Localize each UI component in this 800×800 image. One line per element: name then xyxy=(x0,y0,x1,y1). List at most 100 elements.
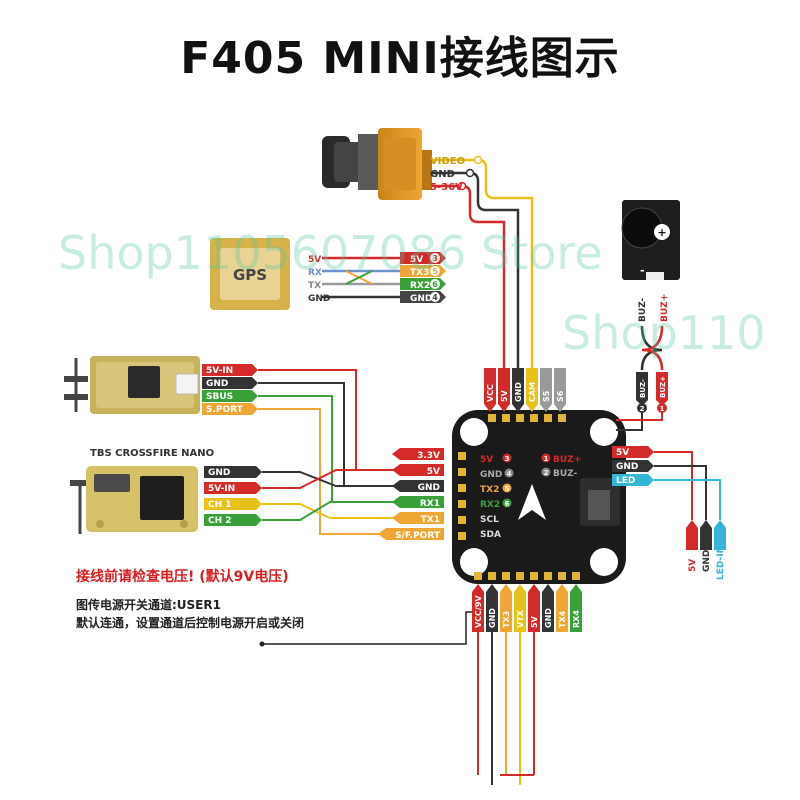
solder-pad xyxy=(502,572,510,580)
gps-tag-gnd: GND xyxy=(410,294,432,304)
gps-tag-5v: 5V xyxy=(410,255,423,265)
buzzer-module: + - xyxy=(621,200,680,280)
solder-pad xyxy=(530,572,538,580)
receiver-pin-5v: 5V-IN xyxy=(206,366,233,376)
solder-pad xyxy=(544,572,552,580)
gps-badge-4: 4 xyxy=(432,293,438,302)
led-pin-5v: 5V xyxy=(616,448,629,458)
vtx-power-note: 图传电源开关通道:USER1 xyxy=(76,598,221,612)
solder-pad xyxy=(558,572,566,580)
fc-board-gnd: GND xyxy=(480,470,502,480)
fc-pad-sport: S/F.PORT xyxy=(395,531,441,541)
gps-tag-rx2: RX2 xyxy=(410,281,430,291)
buzzer-tags xyxy=(636,372,668,413)
receiver-pin-sbus: SBUS xyxy=(206,392,233,402)
solder-pad xyxy=(572,572,580,580)
fc-top-5v: 5V xyxy=(500,389,509,402)
fc-top-s6: S6 xyxy=(556,390,565,402)
led-tags xyxy=(612,446,654,486)
fc-board-badge-5: 5 xyxy=(505,485,510,493)
led-wires xyxy=(654,451,721,520)
fc-bottom-gnd2: GND xyxy=(544,608,553,628)
vtx-label-video: VIDEO xyxy=(430,156,465,167)
svg-text:+: + xyxy=(657,226,666,239)
crossfire-pin-gnd: GND xyxy=(208,468,230,478)
gps-tag-tx3: TX3 xyxy=(410,268,429,278)
page-title: F405 MINI接线图示 xyxy=(180,33,620,84)
fc-board-sda: SDA xyxy=(480,530,501,540)
fc-pad-gnd: GND xyxy=(418,483,440,493)
fc-board-rx2: RX2 xyxy=(480,500,500,510)
fc-bottom-tags xyxy=(472,584,582,632)
fc-board-left-badges xyxy=(502,453,514,508)
fc-board-buzplus: BUZ+ xyxy=(553,455,581,465)
receiver-pin-gnd: GND xyxy=(206,379,228,389)
note-pointer-line xyxy=(262,611,472,645)
fc-board-badge-6: 6 xyxy=(505,500,510,508)
fc-top-cam: CAM xyxy=(528,382,537,402)
camera-module xyxy=(322,128,432,200)
fc-board-5v: 5V xyxy=(480,455,493,465)
vtx-label-power: 5-36V xyxy=(430,182,463,193)
voltage-warning: 接线前请检查电压! (默认9V电压) xyxy=(76,569,289,585)
gps-pin-tx: TX xyxy=(308,281,321,291)
gps-wires xyxy=(322,256,410,299)
solder-pad xyxy=(544,414,552,422)
gps-badge-1: 3 xyxy=(432,254,438,263)
gps-badge-3: 6 xyxy=(432,280,438,289)
fc-top-vcc: VCC xyxy=(486,384,495,402)
receiver-pin-tags xyxy=(202,364,258,415)
fc-board-buzminus: BUZ- xyxy=(553,469,578,479)
solder-pad xyxy=(488,414,496,422)
solder-pad xyxy=(458,532,466,540)
receiver-wires xyxy=(258,369,396,535)
buzzer-pin-plus: BUZ+ xyxy=(660,294,670,322)
fc-board-tx2: TX2 xyxy=(480,485,499,495)
fc-bottom-wires xyxy=(477,632,535,785)
gps-badge-2: 5 xyxy=(432,267,438,276)
fc-pad-5v: 5V xyxy=(427,467,440,477)
solder-pad xyxy=(458,500,466,508)
note-pointer-dot xyxy=(259,641,265,647)
crossfire-wires xyxy=(262,469,396,521)
gps-label: GPS xyxy=(233,266,267,284)
solder-pad xyxy=(516,572,524,580)
solder-pad xyxy=(488,572,496,580)
fc-top-tags xyxy=(484,368,566,412)
led-bottom-tags xyxy=(686,520,726,550)
fc-board-badge-4: 4 xyxy=(507,470,512,478)
fc-bottom-tx3: TX3 xyxy=(502,611,511,628)
crossfire-label: TBS CROSSFIRE NANO xyxy=(90,448,214,459)
crossfire-module xyxy=(70,466,198,534)
solder-pad xyxy=(458,452,466,460)
gps-badges xyxy=(430,253,440,302)
gps-pin-rx: RX xyxy=(308,268,322,278)
fc-bottom-vtx: VTX xyxy=(516,609,525,628)
buzzer-badge-2: 2 xyxy=(640,405,645,413)
fc-bottom-tx4: TX4 xyxy=(558,610,567,628)
solder-pad xyxy=(458,468,466,476)
vtx-power-default-note: 默认连通，设置通道后控制电源开启或关闭 xyxy=(76,616,305,630)
solder-pad xyxy=(474,572,482,580)
gps-pin-5v: 5V xyxy=(308,255,321,265)
buzzer-wire-plus: BUZ+ xyxy=(659,376,667,398)
led-bottom-5v: 5V xyxy=(688,559,698,572)
fc-board-badge-2: 2 xyxy=(544,469,549,477)
led-pin-led: LED xyxy=(616,476,635,486)
fc-bottom-vcc9v: VCC/9V xyxy=(474,595,483,628)
fc-left-arrows xyxy=(378,448,444,540)
watermark-line1: Shop1105607086 Store xyxy=(58,226,603,280)
receiver-pin-sport: S.PORT xyxy=(206,405,244,415)
fc-top-gnd: GND xyxy=(514,382,523,402)
crossfire-pin-ch2: CH 2 xyxy=(208,516,232,526)
solder-pad xyxy=(516,414,524,422)
svg-text:-: - xyxy=(640,264,645,277)
led-pin-gnd: GND xyxy=(616,462,638,472)
watermark-line2: Shop110 xyxy=(562,306,766,360)
buzzer-pin-minus: BUZ- xyxy=(638,297,648,322)
solder-pad xyxy=(502,414,510,422)
buzzer-badge-1: 1 xyxy=(660,405,665,413)
fc-pad-tx1: TX1 xyxy=(421,515,440,525)
fc-board-right-badges xyxy=(541,453,551,477)
